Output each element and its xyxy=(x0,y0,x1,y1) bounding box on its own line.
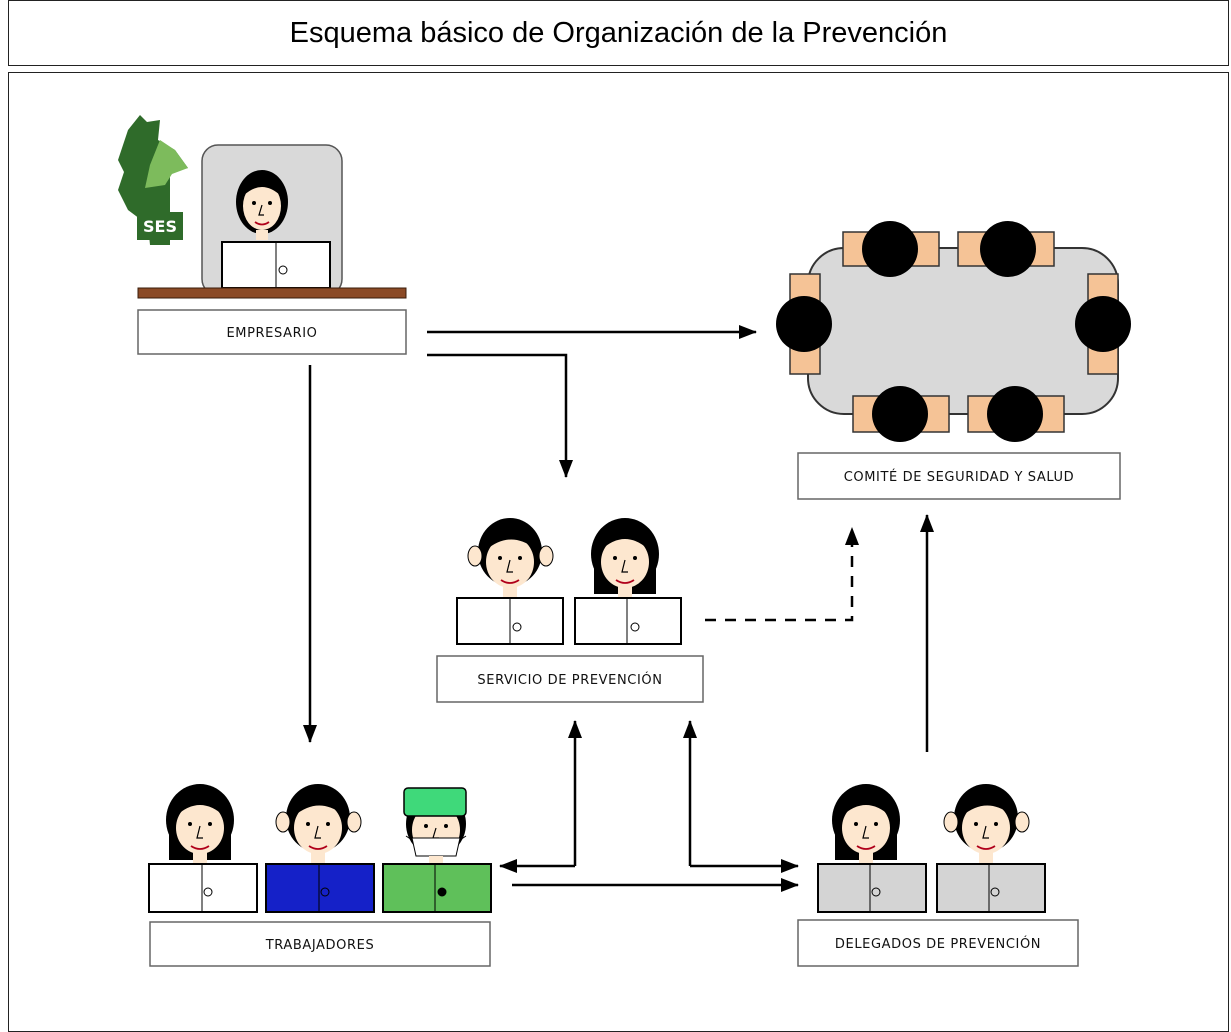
shirt-blue xyxy=(265,863,375,913)
comite-label: COMITÉ DE SEGURIDAD Y SALUD xyxy=(844,469,1075,485)
shirt-grey xyxy=(817,863,927,913)
comite-box: COMITÉ DE SEGURIDAD Y SALUD xyxy=(797,452,1121,500)
servicio-label: SERVICIO DE PREVENCIÓN xyxy=(477,672,662,688)
trabajadores-box: TRABAJADORES xyxy=(149,921,491,967)
surgical-mask xyxy=(411,837,461,857)
page-title: Esquema básico de Organización de la Pre… xyxy=(8,0,1229,66)
delegado-figure-2 xyxy=(936,784,1046,913)
empresario-figure xyxy=(137,144,407,299)
trabajadores-label: TRABAJADORES xyxy=(265,938,375,953)
delegados-label: DELEGADOS DE PREVENCIÓN xyxy=(835,936,1041,952)
arrow-servicio-to-comite-dashed xyxy=(705,527,859,622)
person-head xyxy=(236,170,288,240)
committee-table xyxy=(776,221,1131,442)
delegado-figure-1 xyxy=(817,784,927,913)
servicio-figure-2 xyxy=(574,518,682,645)
arrow-empresario-to-servicio xyxy=(427,353,573,478)
shirt-green xyxy=(382,863,492,913)
empresario-box: EMPRESARIO xyxy=(137,309,407,355)
map-shape-light xyxy=(145,140,188,188)
trabajador-figure-2 xyxy=(265,784,375,913)
empresario-label: EMPRESARIO xyxy=(226,326,317,341)
logo-plate xyxy=(137,212,183,240)
shirt-grey xyxy=(936,863,1046,913)
trabajador-figure-1 xyxy=(148,784,258,913)
shirt-white xyxy=(148,863,258,913)
servicio-box: SERVICIO DE PREVENCIÓN xyxy=(436,655,704,703)
ses-logo: SES xyxy=(118,115,188,245)
trabajador-figure-3 xyxy=(382,787,492,913)
desk xyxy=(137,287,407,299)
surgical-cap xyxy=(403,787,467,817)
servicio-figure-1 xyxy=(456,518,564,645)
logo-text: SES xyxy=(143,217,177,236)
delegados-box: DELEGADOS DE PREVENCIÓN xyxy=(797,919,1079,967)
